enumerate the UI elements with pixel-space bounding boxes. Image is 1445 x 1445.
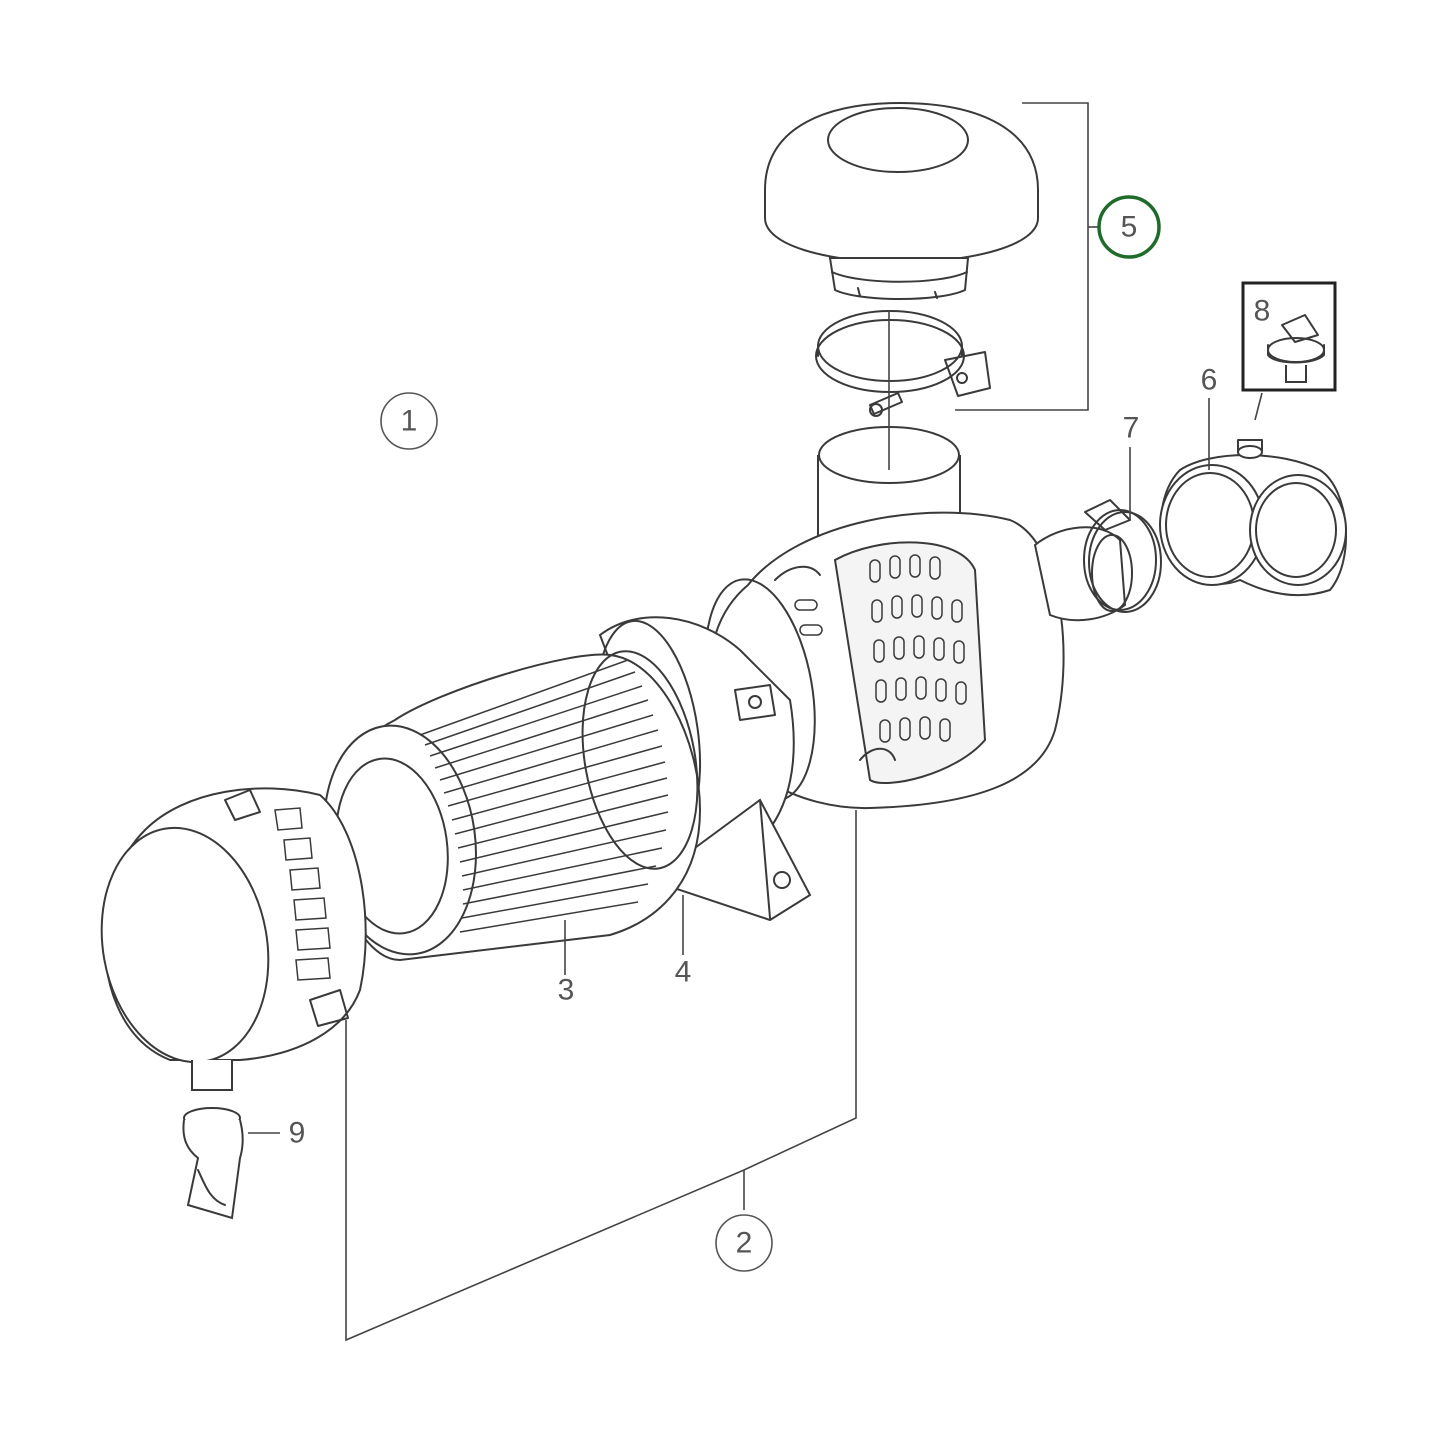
leader-lines	[248, 102, 1210, 1342]
callout-7-label: 7	[1123, 412, 1140, 445]
pleats	[419, 659, 669, 933]
callout-2-label: 2	[736, 1227, 753, 1260]
perforations	[794, 554, 967, 743]
callout-3-label: 3	[558, 974, 575, 1007]
callout-2: 2	[715, 1214, 773, 1272]
callout-5: 5	[1097, 195, 1161, 259]
callout-1: 1	[380, 392, 438, 450]
precleaner-cap	[764, 101, 1039, 300]
callout-1-label: 1	[401, 405, 418, 438]
callout-4-label: 4	[675, 956, 692, 989]
clamp-band	[815, 310, 991, 417]
filter-element	[323, 650, 702, 962]
cover-ribs	[274, 807, 331, 981]
elbow	[1159, 439, 1347, 597]
service-indicator-inset	[1241, 281, 1337, 421]
callout-6-label: 6	[1201, 364, 1218, 397]
callout-9-label: 9	[289, 1117, 306, 1150]
end-cover	[100, 787, 367, 1091]
callout-5-label: 5	[1121, 211, 1138, 244]
callout-5-highlight-circle	[1097, 195, 1161, 259]
callout-8-label: 8	[1254, 295, 1271, 328]
dust-valve	[182, 1107, 244, 1220]
